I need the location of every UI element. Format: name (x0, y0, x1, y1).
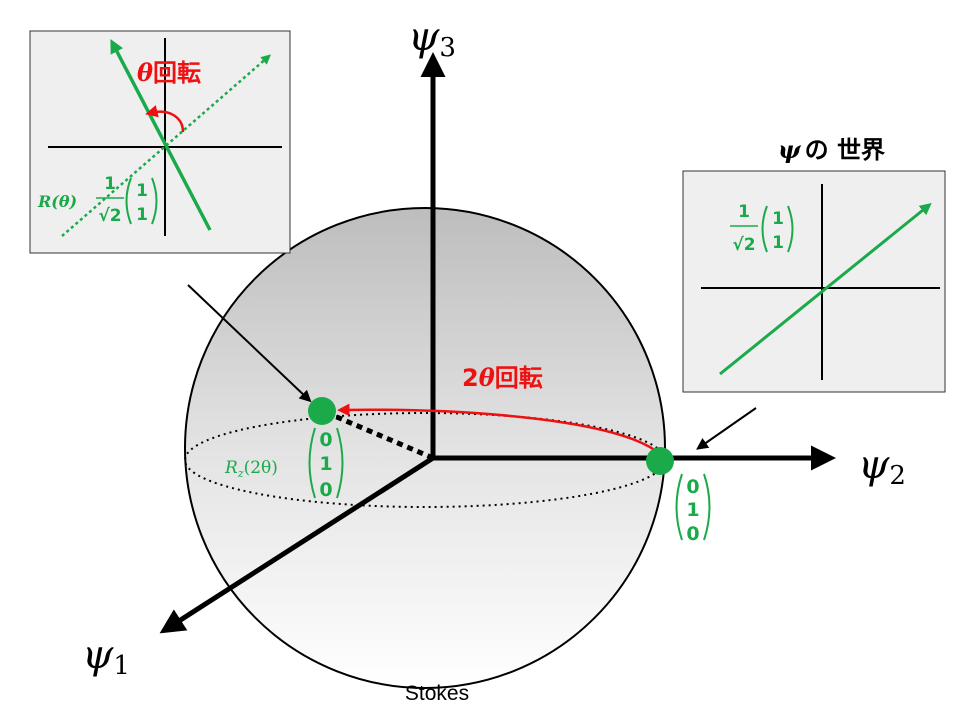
start-point (646, 447, 674, 475)
psi2-label: ψ2 (858, 442, 906, 491)
start-vector-entry: 0 (686, 476, 699, 498)
pointer-arrow-start (696, 407, 757, 450)
psi-world-frac-num: 1 (738, 202, 750, 222)
rotated-vector-entry: 1 (319, 453, 332, 475)
psi-world-left-paren (761, 205, 768, 253)
axes (159, 52, 836, 634)
psi-world-panel: 1 √2 1 1 (682, 170, 946, 393)
psi3-label: ψ3 (408, 14, 456, 63)
theta-panel-right-paren (151, 177, 158, 225)
psi-world-vec-entry: 1 (772, 209, 784, 229)
theta-rotation-label: θ回転 (137, 58, 201, 87)
theta-panel-frac-den: √2 (98, 206, 121, 226)
rotated-vector-line (324, 409, 434, 461)
sphere-caption: Stokes (405, 682, 469, 705)
start-vector-entry: 1 (686, 499, 699, 521)
rotated-vector-entry: 0 (319, 429, 332, 451)
psi-world-vector-line (719, 202, 932, 376)
rotation-arc (337, 403, 661, 455)
pointer-arrow-rotated (187, 284, 312, 403)
theta-panel-operator: R(θ) (37, 192, 77, 211)
psi-world-vec-entry: 1 (772, 233, 784, 253)
psi-world-panel-bg (682, 170, 946, 393)
theta-panel-arc (145, 105, 185, 133)
psi-world-right-paren (787, 205, 794, 253)
psi1-label: ψ1 (82, 632, 130, 681)
start-vector-entry: 0 (686, 523, 699, 545)
theta-panel-frac-num: 1 (104, 174, 116, 194)
rotated-vector-entry: 0 (319, 479, 332, 501)
rotated-point (308, 397, 336, 425)
start-vector-left-paren (675, 473, 683, 541)
psi1-axis (159, 455, 435, 634)
theta-rotation-panel: θ回転 R(θ) 1 √2 1 1 (29, 30, 291, 254)
rotated-vector-right-paren (336, 427, 344, 499)
theta-panel-expression: R(θ) 1 √2 1 1 (37, 174, 158, 226)
theta-panel-left-paren (125, 177, 132, 225)
start-vector-right-paren (703, 473, 711, 541)
stokes-sphere (184, 207, 666, 689)
psi-world-frac-den: √2 (732, 235, 755, 255)
rotated-vector-left-paren (308, 427, 316, 499)
rotated-vector-operator: Rz(2θ) (224, 458, 278, 480)
theta-panel-vec-entry: 1 (136, 205, 148, 225)
theta-panel-rotated-line (110, 39, 212, 231)
rotated-vector-expr: Rz(2θ) 0 1 0 (224, 427, 344, 501)
theta-panel-bg (29, 30, 291, 254)
rotation-2theta-label: 2θ回転 (462, 363, 543, 392)
psi-world-expression: 1 √2 1 1 (730, 202, 794, 255)
theta-panel-vec-entry: 1 (136, 181, 148, 201)
start-vector: 0 1 0 (675, 473, 711, 545)
